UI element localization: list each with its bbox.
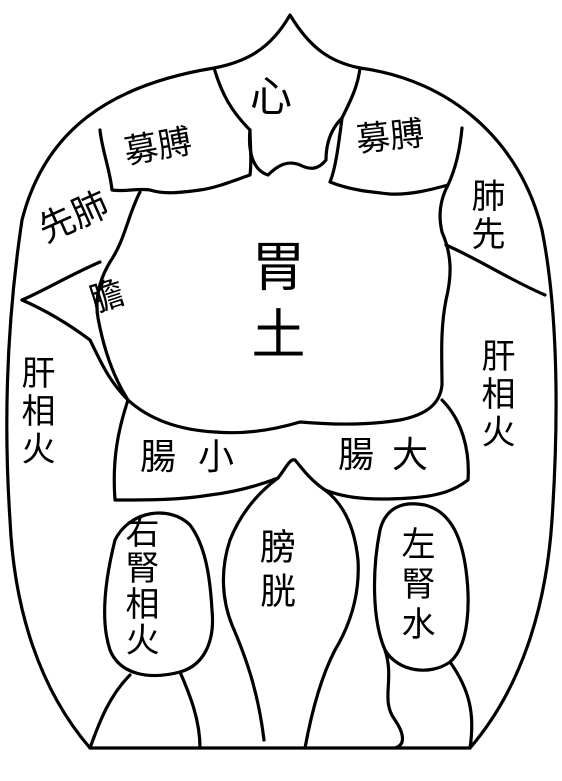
- liver-left-label: 肝相火: [15, 355, 55, 469]
- pericardium-right-region: [328, 116, 464, 196]
- heart-label: 心: [250, 72, 293, 121]
- large-intestine-label: 腸大: [338, 435, 447, 476]
- bladder-region: [221, 476, 360, 750]
- lung-right-boundary: [444, 243, 547, 297]
- stomach-region: [95, 183, 452, 435]
- kidney-right-label: 右腎相火: [119, 514, 159, 658]
- liver-right-label: 肝相火: [475, 338, 515, 452]
- kidney-left-region: [372, 502, 470, 672]
- lung-left-boundary: [20, 260, 102, 302]
- intestine-boundary: [112, 398, 470, 502]
- gallbladder-boundary: [20, 298, 130, 402]
- lung-right-label: 肺先: [465, 178, 505, 254]
- small-intestine-label: 腸小: [140, 437, 257, 478]
- lower-right-lines: [383, 648, 474, 750]
- lower-left-lines: [88, 670, 202, 750]
- stomach-label: 胃土: [242, 238, 305, 374]
- outline: [5, 13, 558, 750]
- kidney-right-region: [102, 511, 215, 678]
- pericardium-right-label: 募膊: [354, 113, 426, 161]
- kidney-left-label: 左腎水: [395, 526, 435, 646]
- pericardium-left-region: [98, 128, 253, 195]
- bladder-label: 膀胱: [254, 528, 295, 616]
